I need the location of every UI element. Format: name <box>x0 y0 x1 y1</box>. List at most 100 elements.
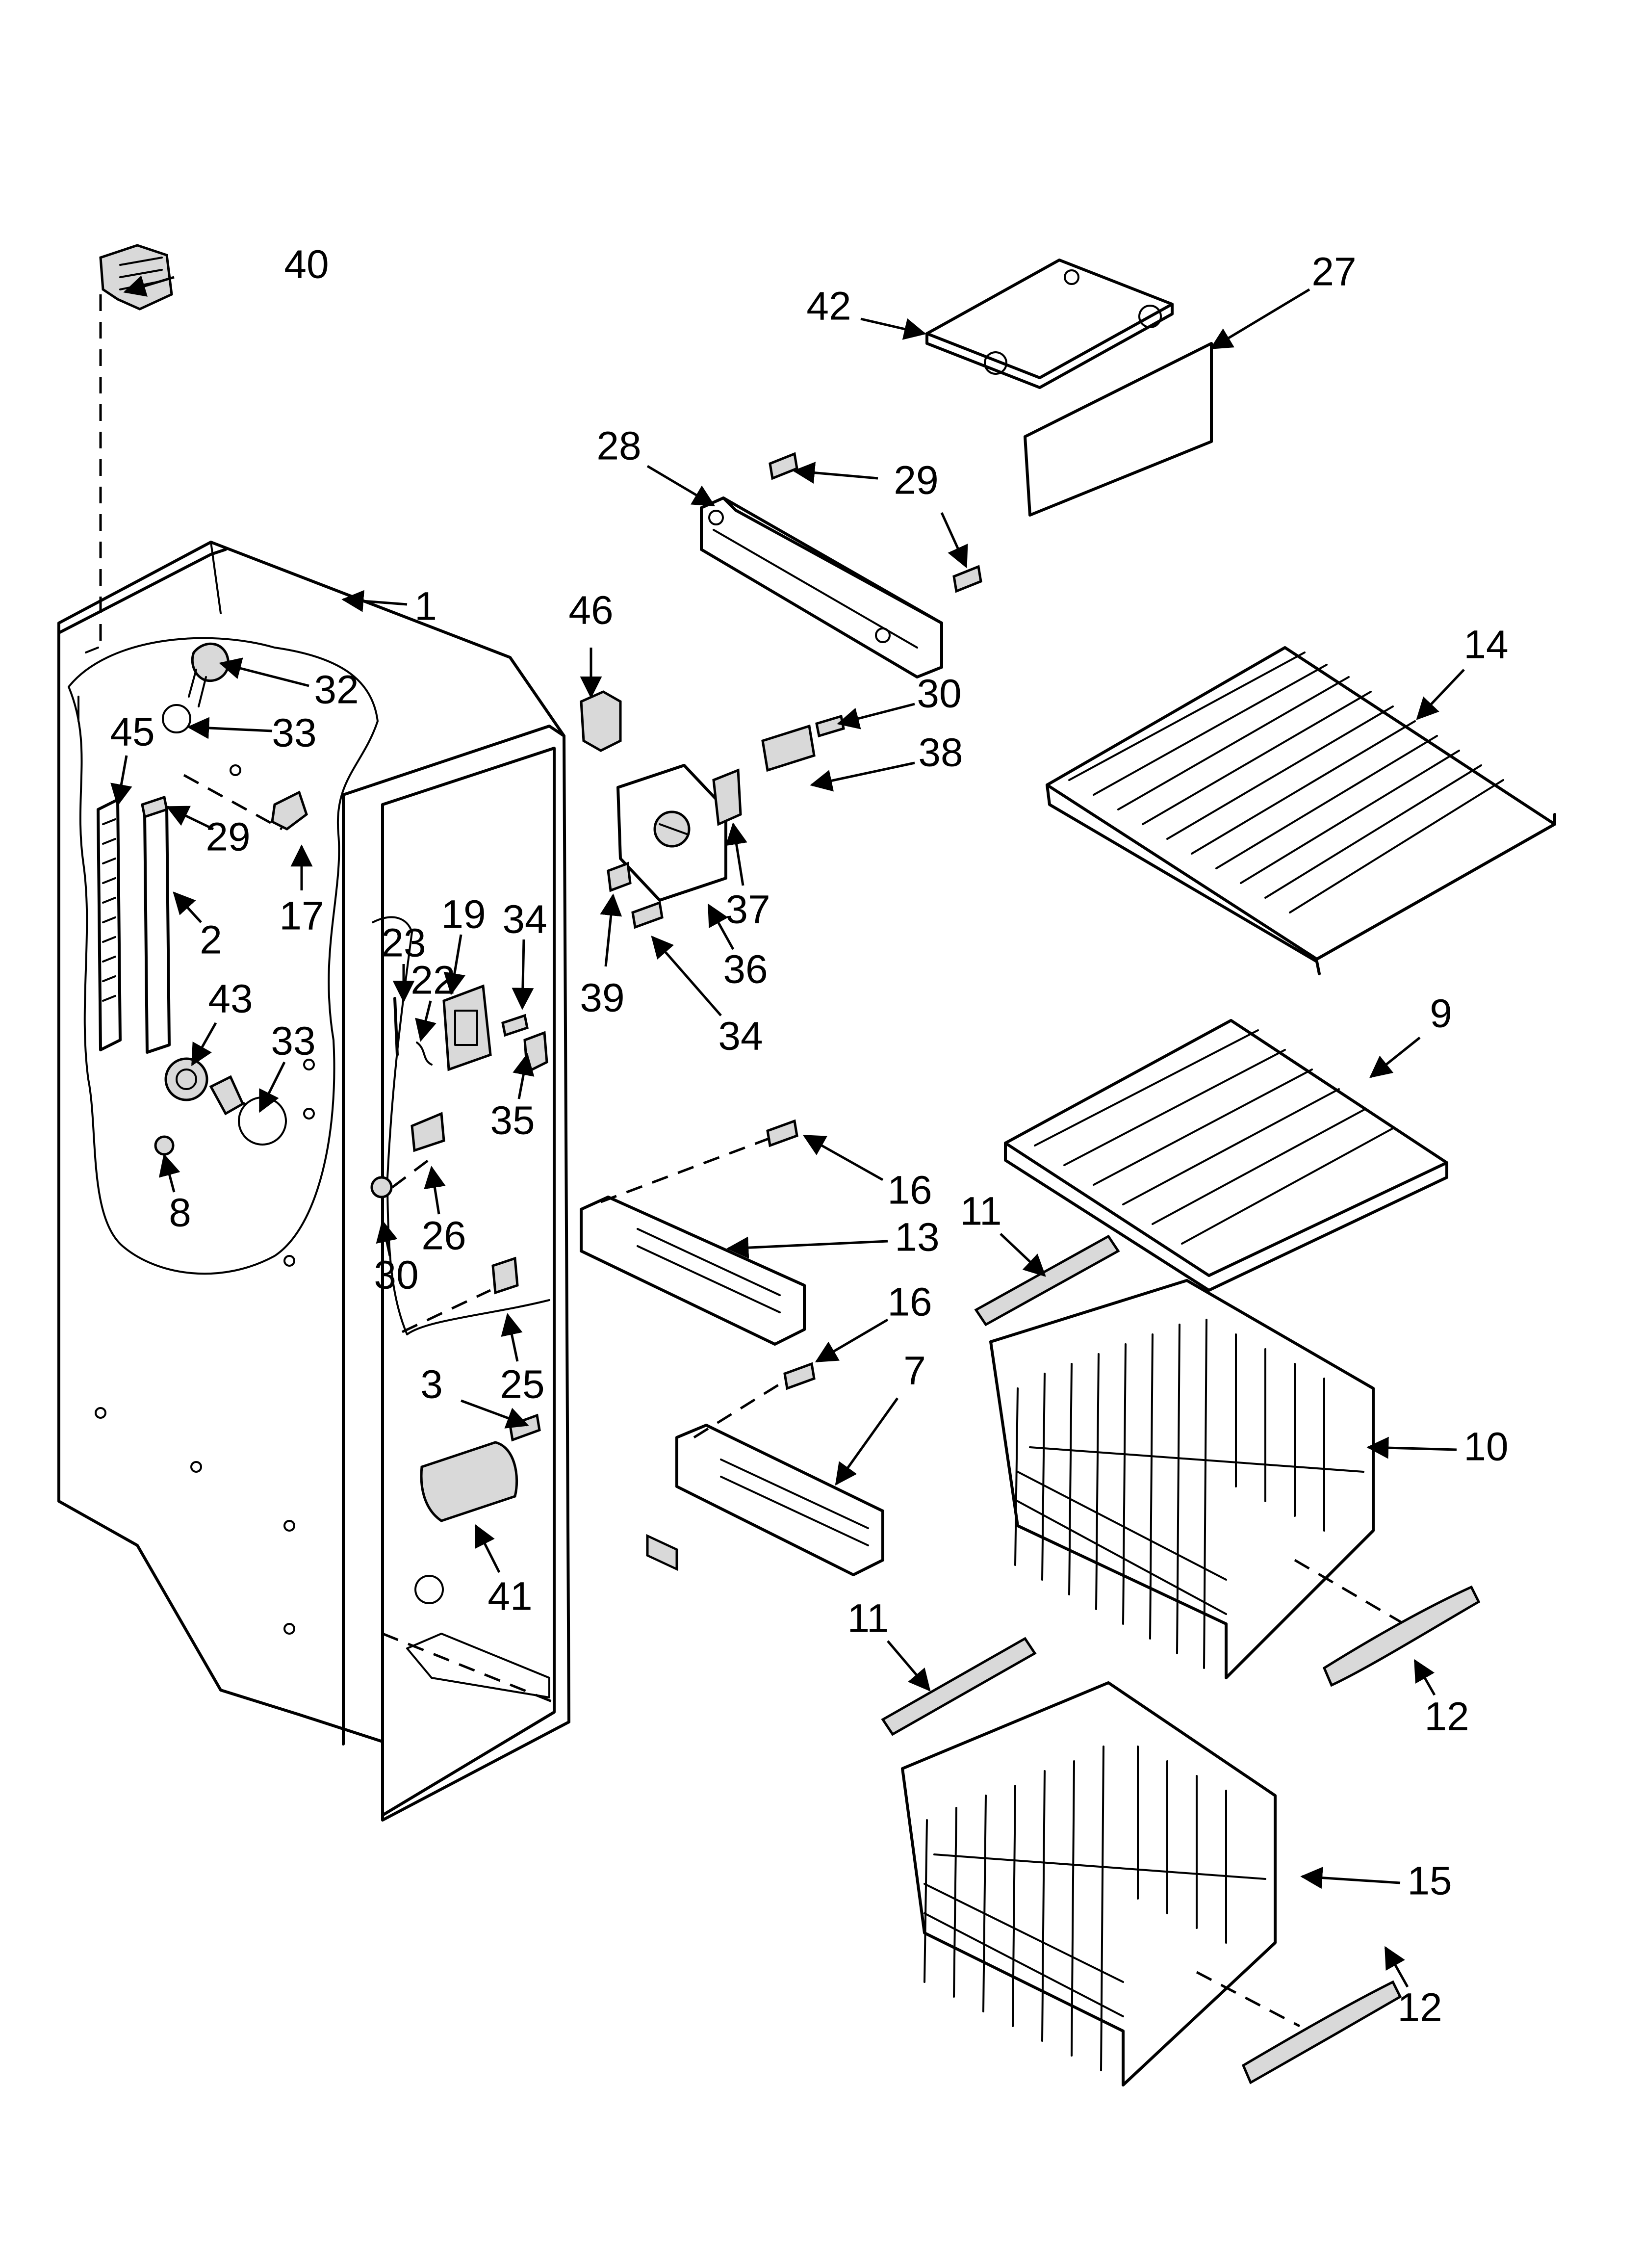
leader-c1 <box>341 590 408 612</box>
leader-c11b <box>887 1640 931 1692</box>
part-39-knob <box>607 861 632 892</box>
part-45-control-rail <box>97 798 122 1051</box>
leader-c13 <box>726 1236 888 1259</box>
callout-label-c30b: 30 <box>374 1253 418 1298</box>
leader-c14 <box>1416 669 1465 720</box>
callout-label-c35: 35 <box>490 1098 535 1143</box>
part-33-bulb-upper <box>162 704 191 733</box>
callout-label-c27: 27 <box>1311 250 1356 294</box>
part-1-liner <box>57 541 570 1822</box>
callout-label-c33b: 33 <box>271 1019 315 1064</box>
leader-c25 <box>501 1313 523 1362</box>
part-40-clip <box>99 244 173 311</box>
callout-label-c28: 28 <box>596 424 641 469</box>
callout-label-c13: 13 <box>895 1215 939 1260</box>
callout-label-c33a: 33 <box>272 711 316 756</box>
callout-label-c16b: 16 <box>887 1280 932 1325</box>
part-43-socket <box>164 1057 208 1101</box>
part-16-screw-upper <box>766 1119 798 1147</box>
callout-label-c10: 10 <box>1463 1425 1508 1469</box>
callout-label-c37: 37 <box>725 887 770 932</box>
part-15-lower-freezer-basket <box>901 1681 1277 2086</box>
callout-label-c29b: 29 <box>894 458 938 503</box>
callout-label-c38: 38 <box>918 730 963 775</box>
guide-line-17 <box>183 774 283 831</box>
callout-label-c17: 17 <box>279 894 324 938</box>
part-35-bracket <box>523 1031 548 1074</box>
leader-c30b <box>376 1220 398 1256</box>
leader-c29a <box>793 462 878 484</box>
callout-label-c12a: 12 <box>1424 1694 1469 1739</box>
leader-c8 <box>158 1153 180 1193</box>
leader-c9 <box>1369 1037 1421 1078</box>
part-42-hinge-bracket <box>925 259 1174 389</box>
leader-c7 <box>835 1397 899 1486</box>
callout-label-c43: 43 <box>208 977 253 1021</box>
part-29-screw-left <box>141 795 168 819</box>
leader-c3 <box>461 1399 529 1429</box>
callout-label-c11a: 11 <box>960 1189 1001 1234</box>
callout-label-c3: 3 <box>420 1362 443 1407</box>
leader-c2 <box>173 891 202 923</box>
guide-line-12-upper <box>1294 1559 1413 1630</box>
part-11-basket-handle-lower <box>881 1637 1037 1736</box>
leader-c34a <box>512 939 534 1010</box>
part-32-light-socket <box>188 642 230 707</box>
leader-c27 <box>1209 288 1310 350</box>
callout-label-c11b: 11 <box>847 1596 889 1641</box>
part-41-duct-cover <box>420 1441 518 1522</box>
leader-c32 <box>219 657 309 687</box>
callout-label-c19: 19 <box>441 892 486 937</box>
callout-label-c16a: 16 <box>887 1168 932 1213</box>
guide-line-7 <box>693 1380 786 1439</box>
part-13-control-panel-trim <box>580 1196 806 1571</box>
part-46-cap <box>580 690 622 752</box>
leader-c12a <box>1413 1659 1436 1696</box>
leader-c11a <box>1000 1233 1046 1277</box>
part-29-screw-upper <box>769 452 798 480</box>
callout-label-c22: 22 <box>410 958 455 1003</box>
part-16-screw-lower <box>783 1362 816 1390</box>
callout-label-c30a: 30 <box>917 672 961 716</box>
part-22-spring <box>416 1042 433 1066</box>
part-8-screw <box>154 1135 175 1156</box>
part-17-bracket <box>271 790 308 831</box>
callout-label-c46: 46 <box>568 588 613 633</box>
part-36-control-housing <box>616 764 727 902</box>
leader-c33a <box>187 717 273 739</box>
guide-line-25 <box>401 1289 491 1333</box>
callout-label-c25: 25 <box>500 1362 544 1407</box>
callout-label-c32: 32 <box>314 668 359 712</box>
leader-c26 <box>424 1166 446 1215</box>
callout-label-c42: 42 <box>806 284 851 329</box>
guide-line-13 <box>600 1137 770 1203</box>
leader-c29b <box>940 512 968 569</box>
part-34-screw-middle <box>631 901 664 929</box>
guide-line-12-lower <box>1196 1971 1301 2028</box>
leader-c38 <box>810 761 915 792</box>
callout-label-c29a: 29 <box>894 458 938 503</box>
leader-c16a <box>802 1134 884 1181</box>
leader-c35 <box>513 1053 535 1099</box>
leader-c30a <box>837 703 915 730</box>
leader-c29c <box>166 806 214 831</box>
leader-c33b <box>258 1061 286 1113</box>
callout-label-c41: 41 <box>487 1574 532 1619</box>
callout-label-c36: 36 <box>723 947 768 992</box>
leader-c10 <box>1366 1436 1457 1459</box>
part-11-basket-handle-upper <box>974 1234 1120 1327</box>
part-12-basket-handle-lower <box>1241 1980 1402 2085</box>
callout-label-c26: 26 <box>421 1214 466 1258</box>
leader-c40 <box>123 275 175 297</box>
callout-label-c39: 39 <box>580 976 624 1020</box>
part-23-pin <box>393 997 399 1056</box>
part-14-upper-wire-shelf <box>1046 646 1556 975</box>
part-19-switch-housing <box>442 984 492 1071</box>
leader-c43 <box>191 1022 217 1067</box>
leader-c34b <box>651 936 722 1017</box>
leader-c41 <box>474 1524 501 1573</box>
leader-c45 <box>110 755 132 807</box>
part-9-lower-wire-shelf <box>1004 1019 1448 1292</box>
